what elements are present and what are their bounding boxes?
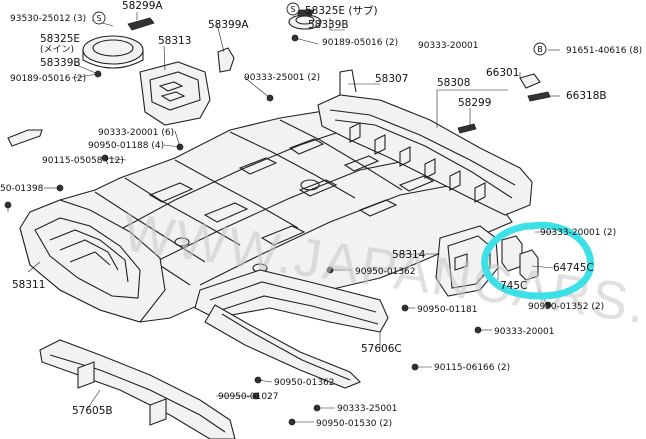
- label-58325e-sub: 58325E (サブ): [305, 4, 378, 17]
- bracket-58314: [435, 225, 499, 297]
- cross-member-57606c: [194, 269, 389, 389]
- label-58299a: 58299A: [122, 0, 163, 12]
- label-main-note: (メイン): [40, 45, 74, 55]
- label-90333-25001-a: 90333-25001 (2): [244, 73, 320, 83]
- label-58299: 58299: [458, 97, 491, 109]
- label-90950-01530: 90950-01530 (2): [316, 419, 392, 429]
- clip-left: [7, 129, 43, 147]
- label-90950-01181: 90950-01181: [417, 305, 478, 315]
- label-90333-20001-a: 90333-20001: [418, 41, 479, 51]
- label-90950-01362-a: 90950-01362: [355, 267, 416, 277]
- label-745c: 745C: [500, 280, 527, 292]
- marker-s-circle: [92, 11, 106, 25]
- label-90950-01362-b: 90950-01362: [274, 378, 335, 388]
- label-90115-05058: 90115-05058 (12): [42, 156, 124, 166]
- label-58311: 58311: [12, 279, 45, 291]
- label-90333-20001-b: 90333-20001 (6): [98, 128, 174, 138]
- marker-b-circle: [533, 42, 547, 56]
- part-labels: S S B 93530-25012 (3) 58299A 58325E (サブ)…: [0, 0, 642, 429]
- floor-pan: [19, 109, 513, 323]
- label-58399a: 58399A: [208, 19, 249, 31]
- clip-66301: [519, 73, 541, 89]
- label-90333-20001-c: 90333-20001 (2): [540, 228, 616, 238]
- label-64745c: 64745C: [553, 262, 594, 274]
- label-90950-01027: 90950-01027: [218, 392, 279, 402]
- marker-s-circle-2: [286, 2, 300, 16]
- label-50-01398: 50-01398: [0, 184, 44, 194]
- side-member-58307: [317, 69, 533, 216]
- label-57605b: 57605B: [72, 405, 113, 417]
- marker-s-2: S: [290, 5, 295, 14]
- bracket-58325e-main: [82, 35, 144, 69]
- clip-66318b: [527, 91, 551, 102]
- label-58339b-left: 58339B: [40, 57, 81, 69]
- label-58314: 58314: [392, 249, 426, 261]
- label-90333-25001-b: 90333-25001: [337, 404, 398, 414]
- rear-member-57605b: [39, 339, 236, 439]
- label-66318b: 66318B: [566, 90, 607, 102]
- label-90115-06166: 90115-06166 (2): [434, 363, 510, 373]
- label-91651-40616: 91651-40616 (8): [566, 46, 642, 56]
- label-58307: 58307: [375, 73, 408, 85]
- label-58339b-top: 58339B: [308, 19, 349, 31]
- label-58313: 58313: [158, 35, 191, 47]
- highlight-circle: [481, 221, 595, 300]
- clip-58399a: [217, 47, 235, 73]
- label-90950-01352: 90950-01352 (2): [528, 302, 604, 312]
- marker-s: S: [96, 14, 101, 23]
- label-93530-25012: 93530-25012 (3): [10, 14, 86, 24]
- label-58308: 58308: [437, 77, 470, 89]
- marker-b: B: [537, 45, 543, 54]
- label-58325e: 58325E: [40, 33, 80, 45]
- bracket-58313: [139, 61, 211, 126]
- label-57606c: 57606C: [361, 343, 402, 355]
- clip-64745c: [501, 235, 539, 281]
- clip-58299a: [127, 17, 155, 31]
- label-66301: 66301: [486, 67, 519, 79]
- label-90950-01188: 90950-01188 (4): [88, 141, 164, 151]
- label-90189-05016-b: 90189-05016 (2): [10, 74, 86, 84]
- label-90189-05016-a: 90189-05016 (2): [322, 38, 398, 48]
- clip-58299: [457, 123, 477, 134]
- label-90333-20001-d: 90333-20001: [494, 327, 555, 337]
- bracket-58325e-sub: [288, 9, 322, 30]
